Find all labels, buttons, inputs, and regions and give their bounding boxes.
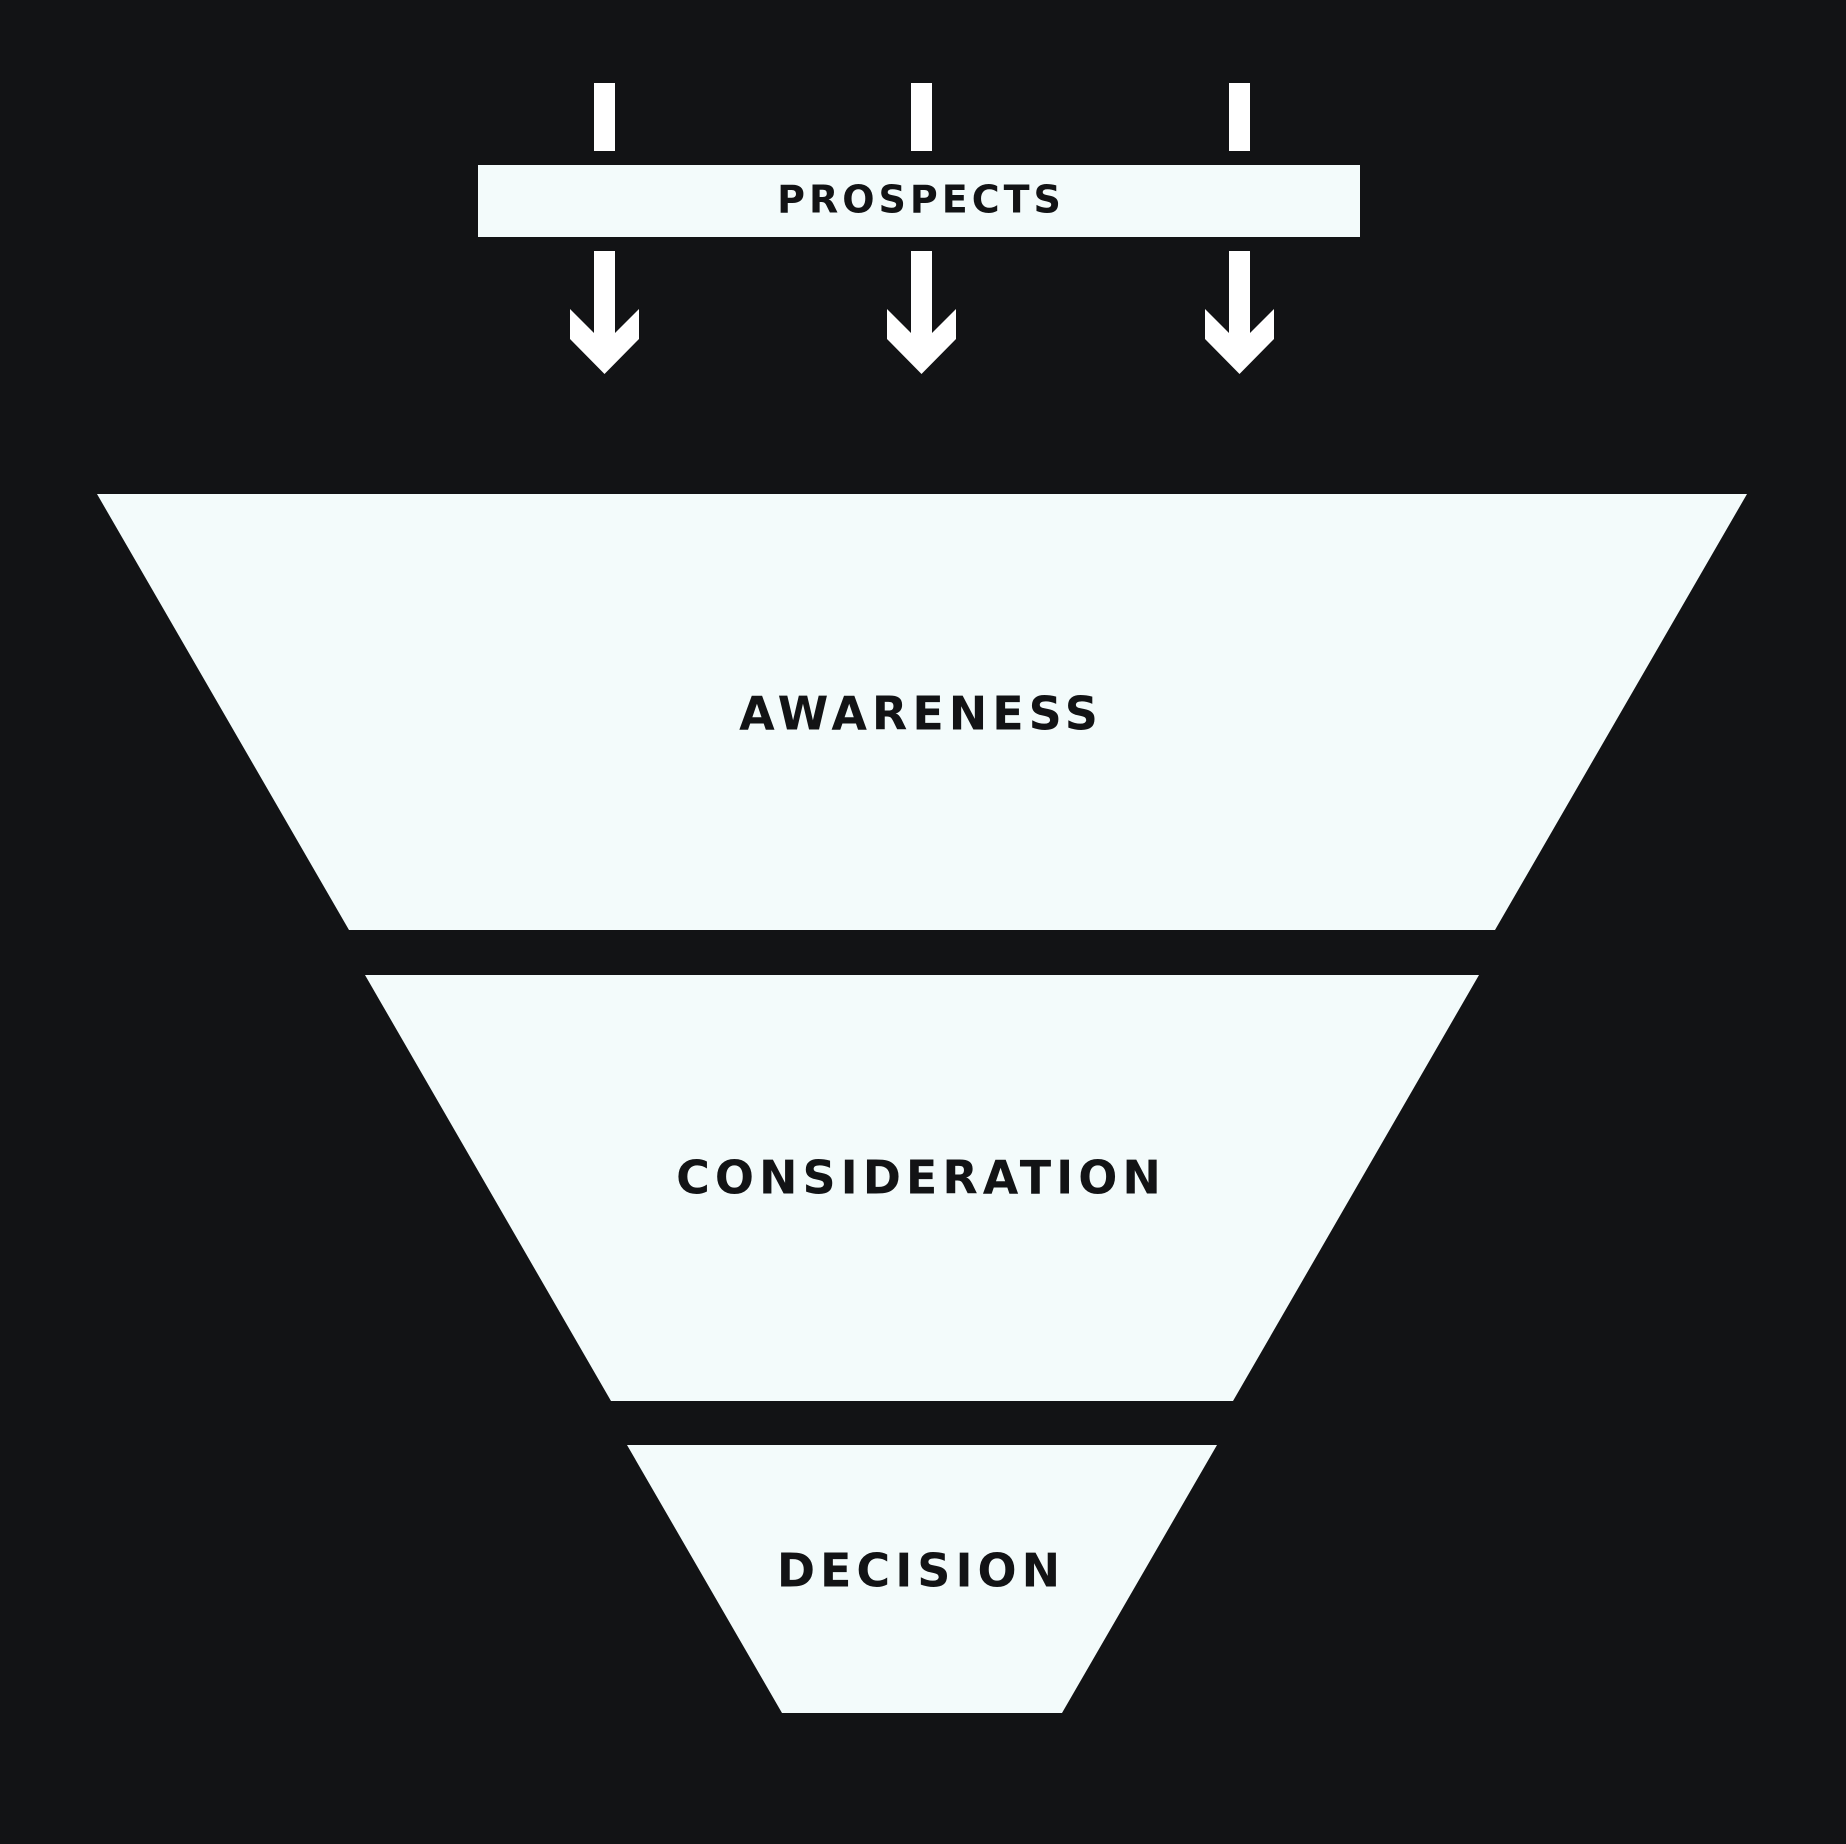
consideration-shape (365, 975, 1479, 1401)
funnel-stage-awareness: AWARENESS (97, 494, 1747, 930)
awareness-label: AWARENESS (739, 687, 1103, 741)
decision-shape (627, 1445, 1217, 1713)
arrow-down-icon (1205, 251, 1274, 374)
incoming-stub-right (1229, 83, 1250, 151)
prospects-label: PROSPECTS (777, 178, 1065, 222)
funnel-stage-consideration: CONSIDERATION (365, 975, 1479, 1401)
incoming-stub-center (911, 83, 932, 151)
decision-label: DECISION (777, 1544, 1065, 1598)
awareness-shape (97, 494, 1747, 930)
arrow-down-icon (887, 251, 956, 374)
down-arrows (570, 251, 1274, 374)
arrow-down-icon (570, 251, 639, 374)
incoming-stubs (594, 83, 1250, 151)
prospects-bar (478, 165, 1360, 237)
incoming-stub-left (594, 83, 615, 151)
consideration-label: CONSIDERATION (676, 1151, 1166, 1205)
funnel-stage-decision: DECISION (627, 1445, 1217, 1713)
prospects-box: PROSPECTS (478, 165, 1360, 237)
